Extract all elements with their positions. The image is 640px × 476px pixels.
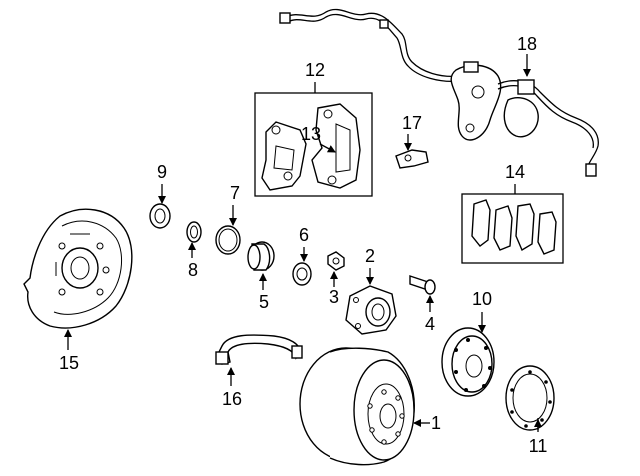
brake-pads (471, 199, 557, 255)
caliper-kit-box (254, 92, 373, 197)
gasket-11 (505, 365, 555, 431)
seal-9 (149, 203, 171, 229)
callout-5: 5 (259, 292, 269, 312)
callout-16: 16 (222, 389, 242, 409)
callout-9: 9 (157, 162, 167, 182)
abs-sensor-harness (279, 8, 599, 177)
callout-3: 3 (329, 287, 339, 307)
callout-17: 17 (402, 113, 422, 133)
seal-6 (292, 262, 312, 286)
backing-plate (23, 208, 133, 329)
caliper-bracket (311, 103, 361, 189)
callout-12: 12 (305, 60, 325, 80)
nut-3 (327, 251, 345, 271)
callout-10: 10 (472, 289, 492, 309)
hub-flange-10 (441, 327, 495, 397)
callout-15: 15 (59, 353, 79, 373)
callout-18: 18 (517, 34, 537, 54)
hub-2 (345, 285, 397, 335)
callout-8: 8 (188, 260, 198, 280)
callout-7: 7 (230, 183, 240, 203)
callout-14: 14 (505, 162, 525, 182)
brake-line-16 (215, 334, 303, 365)
callout-11: 11 (529, 436, 548, 456)
callout-6: 6 (299, 225, 309, 245)
callout-2: 2 (365, 246, 375, 266)
callout-4: 4 (425, 314, 435, 334)
callout-1: 1 (431, 413, 441, 433)
rotor-1 (299, 347, 415, 466)
callout-13: 13 (301, 124, 321, 144)
bearing-5 (247, 241, 275, 271)
ring-7 (215, 225, 241, 255)
bolt-4 (409, 275, 436, 295)
bleeder-clip (395, 149, 429, 169)
washer-8 (186, 221, 202, 243)
brake-pads-box (461, 193, 564, 264)
caliper-left (261, 121, 307, 191)
